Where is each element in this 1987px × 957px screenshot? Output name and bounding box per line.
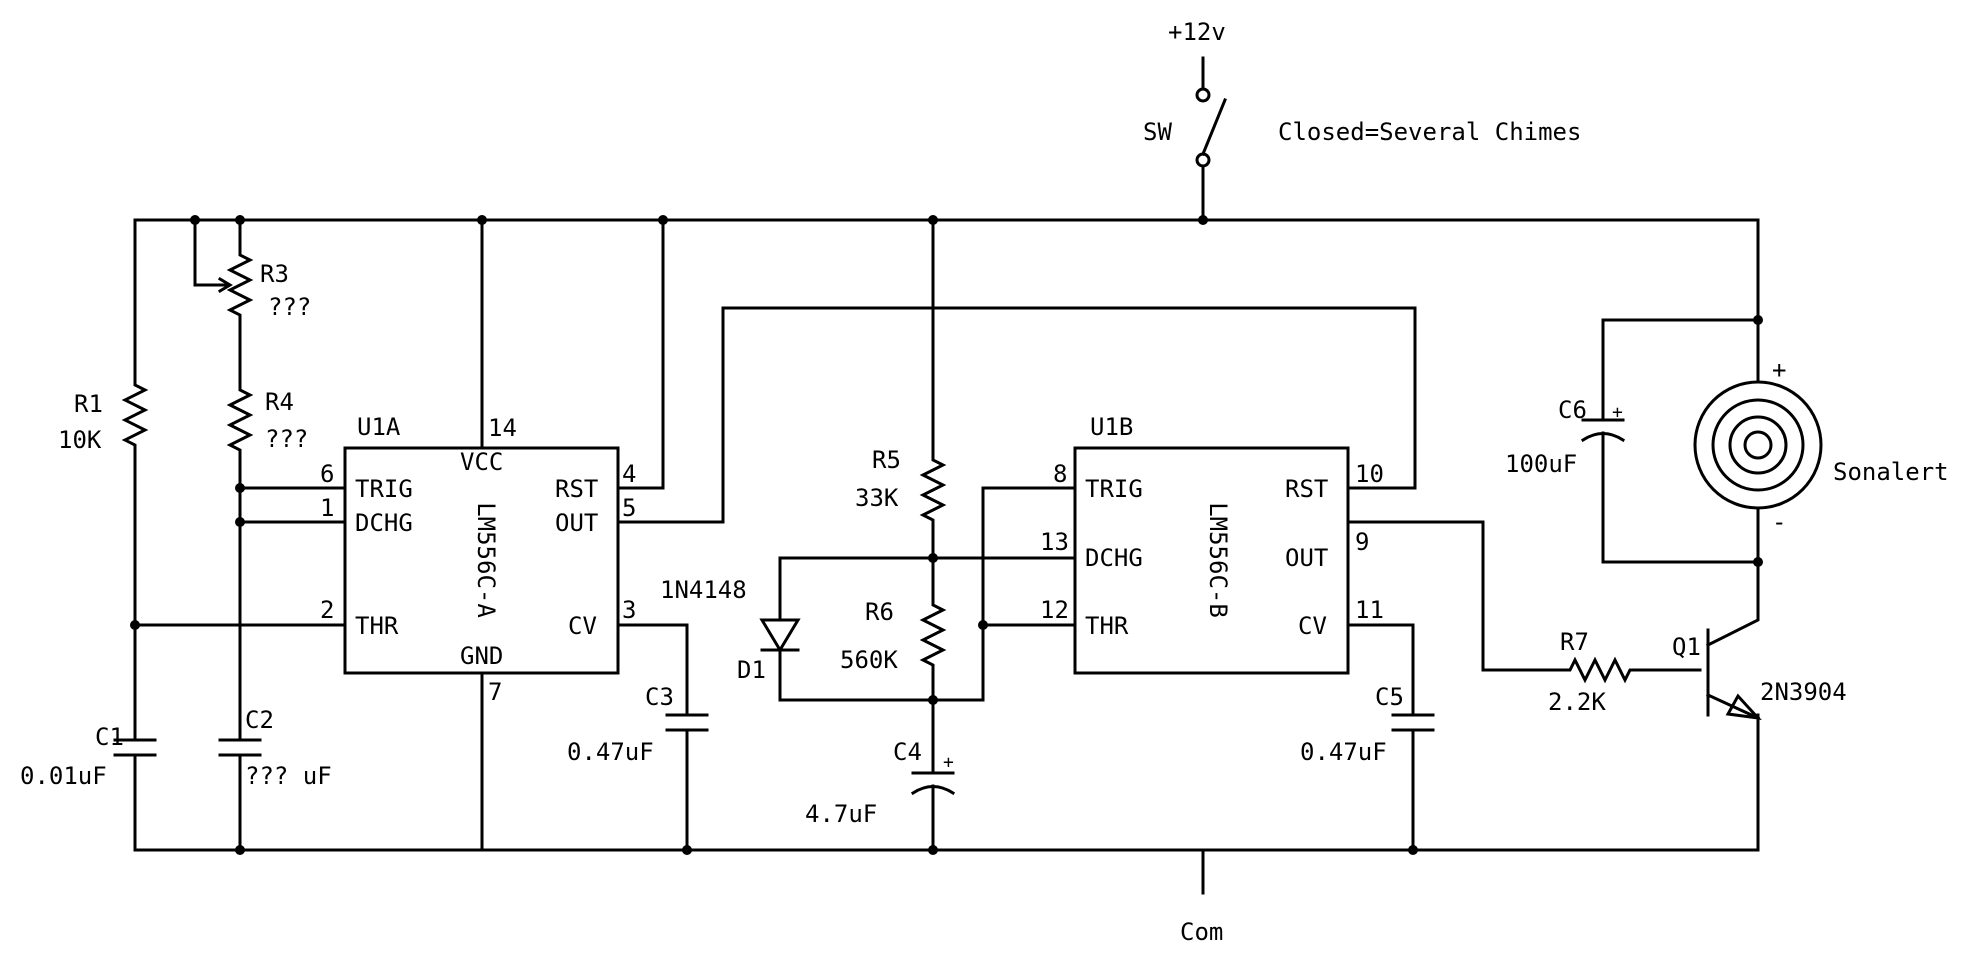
d1-diode: 1N4148 D1 <box>660 556 985 702</box>
u1a-pin-rst: RST <box>555 475 598 503</box>
u1a-part: LM556C-A <box>472 502 500 618</box>
r7-resistor: R7 2.2K <box>1346 520 1702 716</box>
r1-resistor: R1 10K <box>58 218 149 630</box>
bottom-rail: Com <box>133 713 1760 946</box>
c6-ref: C6 <box>1558 396 1587 424</box>
u1a-pin-1: 1 <box>320 494 334 522</box>
r3-value: ??? <box>268 293 311 321</box>
r1-value: 10K <box>58 426 102 454</box>
u1b-pin-10: 10 <box>1355 460 1384 488</box>
q1-ref: Q1 <box>1672 633 1701 661</box>
u1a-timer: U1A VCC GND LM556C-A TRIG DCHG THR RST O… <box>320 413 636 706</box>
c4-capacitor: + C4 4.7uF <box>805 698 956 852</box>
u1a-pin-out: OUT <box>555 509 598 537</box>
r3-ref: R3 <box>260 260 289 288</box>
c6-capacitor: + C6 100uF <box>1505 318 1760 564</box>
u1a-pin-thr: THR <box>355 612 399 640</box>
switch-note: Closed=Several Chimes <box>1278 118 1581 146</box>
sonalert-buzzer: + - Sonalert <box>1693 318 1949 564</box>
c1-ref: C1 <box>95 723 124 751</box>
u1b-pin-rst: RST <box>1285 475 1328 503</box>
r4-resistor: R4 ??? <box>226 383 308 490</box>
u1a-pin-3: 3 <box>622 596 636 624</box>
c1-capacitor: C1 0.01uF <box>20 623 157 852</box>
u1b-pin-9: 9 <box>1355 528 1369 556</box>
q1-transistor: Q1 2N3904 <box>1672 560 1847 721</box>
supply-switch: +12v SW Closed=Several Chimes <box>1143 18 1581 222</box>
u1b-timer: U1B LM556C-B TRIG DCHG THR RST OUT CV 8 … <box>1040 413 1384 675</box>
r7-ref: R7 <box>1560 628 1589 656</box>
d1-ref: D1 <box>737 656 766 684</box>
u1a-ref: U1A <box>357 413 401 441</box>
switch-blade <box>1201 98 1227 156</box>
c3-capacitor: C3 0.47uF <box>567 623 709 852</box>
u1b-pin-thr: THR <box>1085 612 1129 640</box>
c4-value: 4.7uF <box>805 800 877 828</box>
r6-value: 560K <box>840 646 898 674</box>
u1b-part: LM556C-B <box>1204 502 1232 618</box>
c6-value: 100uF <box>1505 450 1577 478</box>
c4-plus: + <box>943 752 954 773</box>
r4-value: ??? <box>265 425 308 453</box>
ground-label: Com <box>1180 918 1223 946</box>
u1b-pin-out: OUT <box>1285 544 1328 572</box>
switch-terminal-bottom <box>1195 152 1211 168</box>
u1a-pin-cv: CV <box>568 612 597 640</box>
u1a-pin-14: 14 <box>488 414 517 442</box>
u1a-gnd-label: GND <box>460 642 503 670</box>
r5-ref: R5 <box>872 446 901 474</box>
u1b-pin-13: 13 <box>1040 528 1069 556</box>
c4-ref: C4 <box>893 738 922 766</box>
c2-ref: C2 <box>245 706 274 734</box>
r1-ref: R1 <box>74 390 103 418</box>
c5-value: 0.47uF <box>1300 738 1387 766</box>
u1b-pin-cv: CV <box>1298 612 1327 640</box>
top-rail <box>133 215 1760 322</box>
c1-value: 0.01uF <box>20 762 107 790</box>
u1a-pin-2: 2 <box>320 596 334 624</box>
u1b-pin-dchg: DCHG <box>1085 544 1143 572</box>
r5-value: 33K <box>855 484 899 512</box>
switch-ref: SW <box>1143 118 1172 146</box>
sonalert-minus: - <box>1772 508 1786 536</box>
r4-ref: R4 <box>265 388 294 416</box>
c2-value: ??? uF <box>245 762 332 790</box>
r7-value: 2.2K <box>1548 688 1606 716</box>
d1-value: 1N4148 <box>660 576 747 604</box>
u1b-pin-8: 8 <box>1053 460 1067 488</box>
u1a-pin-6: 6 <box>320 460 334 488</box>
sonalert-plus: + <box>1772 356 1786 384</box>
sonalert-label: Sonalert <box>1833 458 1949 486</box>
u1b-pin-12: 12 <box>1040 596 1069 624</box>
c3-value: 0.47uF <box>567 738 654 766</box>
u1a-vcc-label: VCC <box>460 448 503 476</box>
c6-plus: + <box>1612 402 1623 423</box>
r3-potentiometer: R3 ??? <box>193 218 311 387</box>
u1a-pin-dchg: DCHG <box>355 509 413 537</box>
switch-terminal-top <box>1195 87 1211 103</box>
supply-label: +12v <box>1168 18 1226 46</box>
r5-resistor: R5 33K <box>855 218 947 560</box>
u1a-pin-7: 7 <box>488 678 502 706</box>
r6-ref: R6 <box>865 598 894 626</box>
c2-capacitor: C2 ??? uF <box>218 486 332 852</box>
u1b-ref: U1B <box>1090 413 1133 441</box>
u1b-pin-trig: TRIG <box>1085 475 1143 503</box>
u1a-pin-trig: TRIG <box>355 475 413 503</box>
c5-capacitor: C5 0.47uF <box>1300 623 1435 852</box>
u1b-pin-11: 11 <box>1355 596 1384 624</box>
u1a-pin-4: 4 <box>622 460 636 488</box>
q1-value: 2N3904 <box>1760 678 1847 706</box>
r6-resistor: R6 560K <box>840 556 947 702</box>
u1a-pin-5: 5 <box>622 494 636 522</box>
c3-ref: C3 <box>645 683 674 711</box>
c5-ref: C5 <box>1375 683 1404 711</box>
